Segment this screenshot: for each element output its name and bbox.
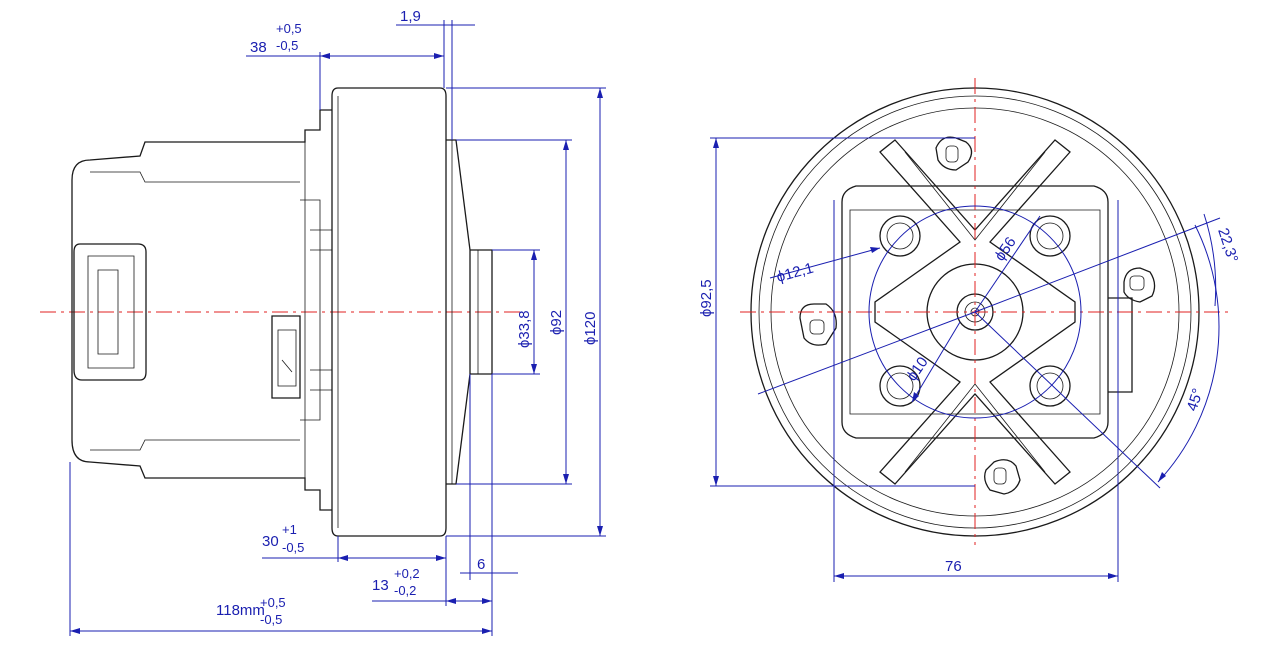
dim-76-label: 76	[945, 558, 962, 575]
dim-118-label: 118mm	[216, 602, 265, 619]
dia-92-label: ϕ92	[548, 310, 565, 335]
dia-12-1-label: ϕ12,1	[775, 260, 816, 286]
terminal-tab	[1108, 297, 1133, 393]
dim-38-label: 38	[250, 39, 267, 56]
dim-1-9-label: 1,9	[400, 8, 421, 25]
side-view: 1,9 +0,5 38 -0,5 +1 30 -0,5 +0,2 13 -0,2…	[40, 8, 606, 636]
front-view: ϕ92,5 ϕ12,1 ϕ56 ϕ10 76 22,3° 45°	[698, 78, 1241, 582]
dim-13-tol-upper: +0,2	[394, 566, 420, 581]
bolt-holes	[879, 215, 1071, 407]
mounting-slots	[799, 136, 1156, 495]
dim-118-tol-upper: +0,5	[260, 595, 286, 610]
dim-38-tol-lower: -0,5	[276, 38, 298, 53]
dim-30-tol-upper: +1	[282, 522, 297, 537]
dim-118-tol-lower: -0,5	[260, 612, 282, 627]
dia-92-5-label: ϕ92,5	[698, 279, 715, 317]
side-dimensions	[69, 20, 606, 636]
dia-33-8-label: ϕ33,8	[516, 310, 533, 348]
inner-housing	[841, 185, 1109, 439]
dia-120-label: ϕ120	[582, 312, 599, 345]
angle-45-label: 45°	[1184, 386, 1207, 413]
motor-side-outline	[71, 87, 493, 537]
dim-13-label: 13	[372, 577, 389, 594]
dim-30-tol-lower: -0,5	[282, 540, 304, 555]
dim-30-label: 30	[262, 533, 279, 550]
dim-13-tol-lower: -0,2	[394, 583, 416, 598]
dim-6-label: 6	[477, 556, 485, 573]
dim-38-tol-upper: +0,5	[276, 21, 302, 36]
angle-22-3-label: 22,3°	[1214, 226, 1241, 265]
front-dimensions	[710, 137, 1221, 582]
